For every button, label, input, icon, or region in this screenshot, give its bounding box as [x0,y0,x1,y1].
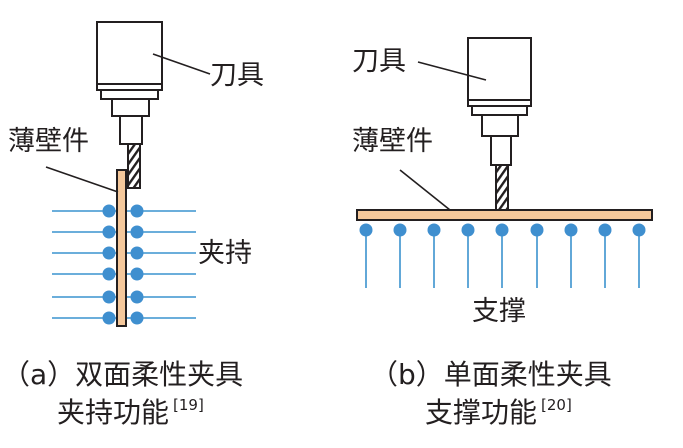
support-rods-b [365,230,640,288]
clamp-dots-a [102,204,144,325]
caption-b-line2: 支撑功能 [425,396,537,429]
fixture-label-b: 支撑 [472,296,526,327]
caption-a-line1: （a）双面柔性夹具 [2,358,243,391]
panel-a: 刀具 薄壁件 夹持 （a）双面柔性夹具 夹持功能 [19] [2,21,264,429]
caption-a-line2: 夹持功能 [57,396,169,429]
panel-b: 刀具 薄壁件 支撑 （b）单面柔性夹具 支撑功能 [20] [352,37,653,429]
tool-label-a: 刀具 [210,60,264,91]
leader-tool-b [417,61,487,81]
tool-spindle-a [96,21,163,145]
caption-b-ref: [20] [541,396,572,414]
fixture-label-a: 夹持 [198,238,252,269]
caption-a-ref: [19] [173,396,204,414]
workpiece-label-b: 薄壁件 [352,126,433,157]
caption-b-line1: （b）单面柔性夹具 [370,358,612,391]
workpiece-label-a: 薄壁件 [8,126,89,157]
leader-workpiece-a [45,166,119,193]
drill-bit-b [495,164,509,211]
workpiece-b [356,209,653,221]
leader-workpiece-b [399,169,451,211]
support-dots-b [359,223,646,237]
tool-spindle-b [467,37,532,166]
tool-label-b: 刀具 [352,46,406,77]
workpiece-a [116,169,127,327]
leader-tool-a [152,53,211,75]
drill-bit-a [127,143,141,189]
